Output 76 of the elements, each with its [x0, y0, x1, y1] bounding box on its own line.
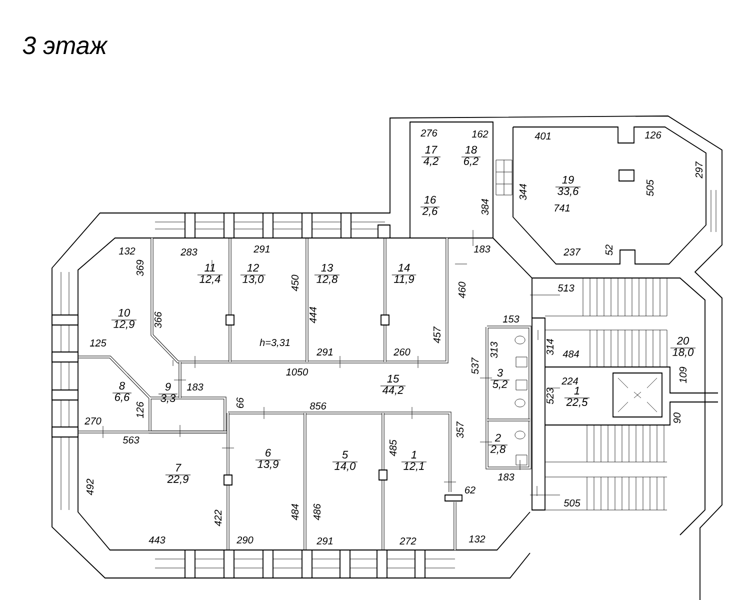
room-label: 1 12,1 [401, 450, 427, 472]
dimension-label: 484 [562, 350, 579, 358]
dimension-label: 314 [546, 339, 554, 356]
room-label: 7 22,9 [165, 464, 191, 484]
dimension-label: 384 [481, 199, 489, 216]
room-label: 15 44,2 [380, 374, 406, 396]
dimension-label: 62 [465, 486, 476, 494]
dimension-label: 272 [400, 538, 416, 544]
dimension-label: 109 [679, 366, 687, 384]
room-label: 19 33,6 [555, 176, 581, 196]
room-label: 2 2,8 [488, 434, 508, 454]
dimension-label: 369 [136, 260, 144, 276]
dimension-label: 162 [472, 130, 488, 138]
room-label: 9 3,3 [158, 382, 178, 404]
dimension-label: 125 [90, 339, 106, 347]
dimension-label: 291 [316, 537, 332, 545]
room-label: 17 4,2 [421, 146, 441, 166]
room-label: 1 22,5 [564, 386, 590, 408]
room-label: 6 13,9 [255, 448, 281, 470]
dimension-label: 126 [136, 402, 144, 418]
dimension-label: 66 [236, 397, 244, 408]
dimension-label: 297 [695, 161, 703, 178]
room-label: 16 2,6 [420, 196, 440, 216]
room-label: 10 12,9 [111, 308, 137, 330]
dimension-label: 183 [186, 383, 204, 391]
room-label: 14 11,9 [392, 264, 416, 284]
dimension-label: 366 [154, 312, 162, 328]
dimension-label: 513 [558, 284, 574, 292]
title: 3 этаж [22, 36, 108, 54]
dimension-label: 537 [471, 357, 479, 374]
dimension-label: 460 [458, 282, 466, 298]
dimension-label: 357 [456, 421, 464, 438]
dimension-label: 90 [673, 412, 681, 424]
dimension-label: 52 [605, 244, 613, 256]
dimension-label: 132 [118, 247, 136, 255]
dimension-label: 741 [554, 204, 570, 212]
dimension-label: 291 [316, 348, 332, 356]
dimension-label: 492 [86, 478, 94, 496]
dimension-label: 484 [291, 504, 299, 520]
dimension-label: 444 [310, 307, 316, 324]
room-label: 12 13,0 [240, 264, 266, 284]
dimension-label: 260 [394, 348, 410, 356]
dimension-label: 523 [546, 388, 554, 404]
dimension-label: 1050 [286, 368, 308, 376]
dimension-label: 291 [254, 245, 270, 253]
dimension-label: 485 [389, 440, 397, 456]
dimension-label: 126 [644, 131, 662, 139]
dimension-label: h=3,31 [260, 338, 290, 348]
dimension-label: 486 [313, 504, 321, 520]
dimension-label: 856 [310, 402, 326, 410]
room-label: 18 6,2 [461, 146, 481, 166]
dimension-label: 290 [236, 536, 254, 544]
dimension-label: 457 [434, 326, 440, 344]
dimension-label: 153 [502, 315, 520, 323]
dimension-label: 505 [646, 180, 654, 196]
dimension-label: 344 [519, 184, 527, 200]
dimension-label: 270 [84, 417, 102, 425]
room-label: 5 14,0 [332, 450, 358, 472]
dimension-label: 422 [214, 510, 222, 526]
dimension-label: 401 [534, 132, 550, 140]
room-label: 8 6,6 [112, 382, 132, 402]
dimension-label: 563 [122, 436, 140, 444]
room-label: 3 5,2 [490, 368, 510, 390]
dimension-label: 313 [490, 342, 498, 358]
dimension-label: 237 [564, 248, 581, 256]
dimension-label: 283 [180, 248, 198, 256]
dimension-label: 450 [291, 274, 299, 292]
dimension-label: 443 [148, 536, 166, 544]
room-label: 13 12,8 [314, 264, 340, 284]
dimension-label: 132 [468, 535, 486, 543]
room-label: 11 12,4 [197, 264, 223, 284]
dimension-label: 183 [474, 245, 490, 253]
dimension-label: 505 [564, 499, 580, 507]
room-label: 20 18,0 [670, 336, 696, 358]
dimension-label: 183 [498, 473, 514, 481]
dimension-label: 276 [420, 129, 438, 137]
